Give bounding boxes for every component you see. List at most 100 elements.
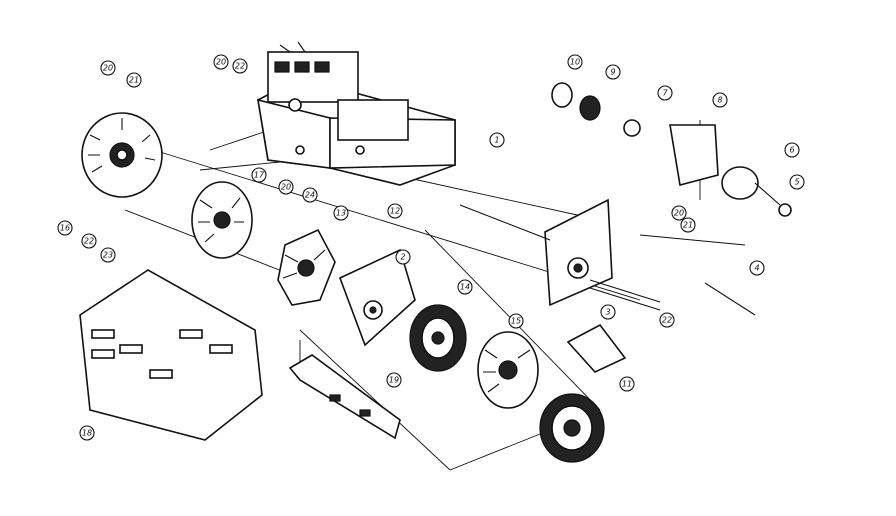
callout-c9: 9: [605, 64, 621, 80]
callout-number: 2: [400, 253, 405, 262]
callout-c22b: 22: [81, 233, 97, 249]
callout-c23: 23: [100, 247, 116, 263]
callout-number: 17: [254, 171, 265, 180]
callout-number: 24: [305, 191, 315, 200]
callout-number: 23: [103, 251, 113, 260]
callout-circle: [712, 92, 728, 108]
callout-labels: 1234567891011121314151617181920202020212…: [57, 54, 805, 441]
callout-number: 20: [103, 64, 113, 73]
mounting-plate-2: [338, 248, 416, 347]
callout-circle: [213, 54, 229, 70]
callout-circle: [605, 64, 621, 80]
callout-c12: 12: [387, 203, 403, 219]
callout-circle: [784, 142, 800, 158]
callout-circle: [789, 174, 805, 190]
callout-circle: [671, 205, 687, 221]
callout-c13: 13: [333, 205, 349, 221]
callout-c20b: 20: [213, 54, 229, 70]
cover-panel-18: [79, 269, 263, 441]
callout-c22c: 22: [659, 312, 675, 328]
callout-circle: [508, 313, 524, 329]
callout-c18: 18: [79, 425, 95, 441]
callout-c1: 1: [489, 132, 505, 148]
callout-c5: 5: [789, 174, 805, 190]
callout-c20a: 20: [100, 60, 116, 76]
callout-circle: [600, 304, 616, 320]
callout-number: 20: [216, 58, 226, 67]
gear-assembly-14: [409, 304, 467, 372]
callout-circle: [251, 167, 267, 183]
callout-circle: [232, 58, 248, 74]
callout-number: 21: [683, 221, 693, 230]
callout-circle: [489, 132, 505, 148]
callout-circle: [100, 247, 116, 263]
switch-plate-13: [277, 228, 336, 306]
callout-c8: 8: [712, 92, 728, 108]
callout-number: 22: [235, 62, 245, 71]
callout-number: 11: [622, 380, 632, 389]
callout-number: 10: [570, 58, 580, 67]
callout-number: 22: [662, 316, 672, 325]
callout-number: 14: [460, 283, 470, 292]
cam-wheel-17: [191, 181, 253, 259]
callout-c15: 15: [508, 313, 524, 329]
callout-number: 20: [281, 183, 291, 192]
callout-c19: 19: [386, 372, 402, 388]
base-rail: [288, 354, 401, 440]
callout-circle: [278, 179, 294, 195]
gear-wheel-15: [477, 331, 539, 409]
bracket-plate-3: [459, 198, 661, 311]
callout-circle: [619, 376, 635, 392]
callout-number: 4: [754, 264, 759, 273]
callout-number: 8: [717, 96, 722, 105]
callout-circle: [567, 54, 583, 70]
callout-number: 5: [794, 178, 799, 187]
switch-bracket-22: [566, 323, 627, 373]
callout-number: 3: [605, 308, 610, 317]
callout-number: 1: [494, 136, 499, 145]
callout-circle: [749, 260, 765, 276]
callout-circle: [81, 233, 97, 249]
callout-c6: 6: [784, 142, 800, 158]
callout-c20c: 20: [278, 179, 294, 195]
callout-number: 7: [662, 89, 668, 98]
callout-circle: [457, 279, 473, 295]
callout-circle: [386, 372, 402, 388]
callout-c2: 2: [395, 249, 411, 265]
callout-c21b: 21: [680, 217, 696, 233]
callout-c7: 7: [657, 85, 673, 101]
callout-number: 13: [336, 209, 346, 218]
callout-circle: [659, 312, 675, 328]
callout-circle: [657, 85, 673, 101]
callout-c16: 16: [57, 220, 73, 236]
toothed-gear-11: [539, 393, 605, 463]
callout-circle: [57, 220, 73, 236]
callout-circle: [302, 187, 318, 203]
callout-circle: [395, 249, 411, 265]
callout-c4: 4: [749, 260, 765, 276]
callout-c17: 17: [251, 167, 267, 183]
callout-c20d: 20: [671, 205, 687, 221]
callout-circle: [680, 217, 696, 233]
right-shaft-components: [551, 82, 792, 316]
callout-number: 6: [789, 146, 794, 155]
callout-circle: [126, 72, 142, 88]
callout-number: 20: [674, 209, 684, 218]
callout-number: 9: [610, 68, 615, 77]
callout-circle: [79, 425, 95, 441]
timer-dial-16: [81, 112, 163, 198]
callout-c11: 11: [619, 376, 635, 392]
callout-c14: 14: [457, 279, 473, 295]
callout-number: 21: [129, 76, 139, 85]
callout-circle: [333, 205, 349, 221]
callout-number: 18: [82, 429, 92, 438]
callout-c10: 10: [567, 54, 583, 70]
callout-circle: [100, 60, 116, 76]
callout-c21a: 21: [126, 72, 142, 88]
callout-number: 15: [511, 317, 521, 326]
callout-number: 22: [84, 237, 94, 246]
callout-number: 19: [389, 376, 399, 385]
callout-c3: 3: [600, 304, 616, 320]
callout-circle: [387, 203, 403, 219]
